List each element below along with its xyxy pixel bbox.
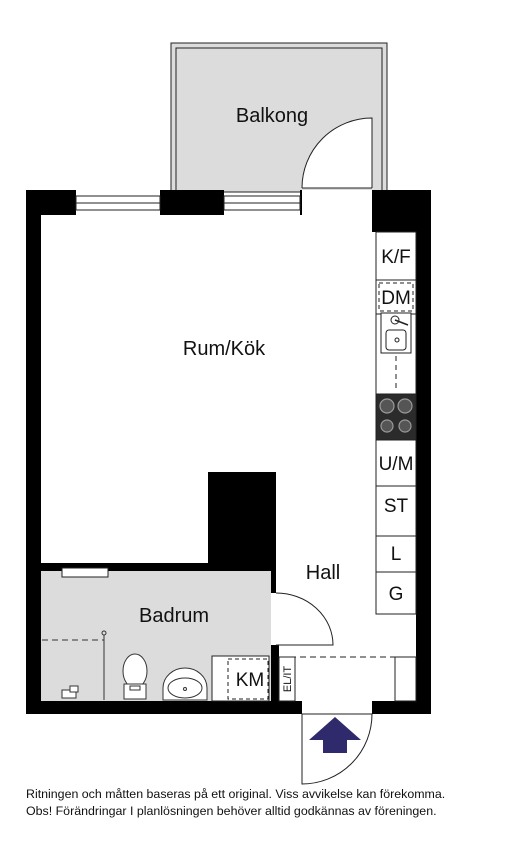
hall-shelf-box — [394, 656, 417, 702]
room-label-living-kitchen: Rum/Kök — [183, 338, 266, 360]
shower-area — [42, 630, 107, 700]
fixture-label-washing-machine: KM — [236, 670, 265, 691]
washing-machine-box — [211, 655, 270, 702]
toilet-icon — [122, 653, 148, 700]
shower-mixer-icon — [61, 685, 79, 699]
fixture-label-wardrobe-st: ST — [384, 496, 409, 517]
fixture-label-oven-microwave: U/M — [379, 454, 414, 475]
window-right — [223, 195, 301, 211]
electrical-cabinet — [278, 656, 296, 702]
fixture-label-wardrobe-l: L — [391, 544, 402, 565]
walls — [26, 190, 431, 714]
room-label-balcony: Balkong — [236, 105, 308, 127]
fixture-label-fridge-freezer: K/F — [381, 247, 411, 268]
washing-machine-dashed — [227, 658, 269, 700]
stove-icon — [375, 393, 417, 441]
bathroom-door-swing — [275, 592, 334, 646]
balcony-door-opening — [302, 190, 372, 215]
dishwasher-outline — [378, 282, 414, 312]
fixture-label-electrical-it: EL/IT — [282, 666, 294, 693]
sink-icon — [380, 312, 412, 354]
disclaimer-line-1: Ritningen och måtten baseras på ett orig… — [26, 787, 446, 801]
balcony-door-swing — [301, 117, 373, 189]
room-label-bathroom: Badrum — [139, 605, 209, 627]
bathroom-window — [61, 567, 109, 578]
room-label-hall: Hall — [306, 562, 340, 584]
entrance-arrow-icon — [309, 717, 361, 753]
window-left — [75, 195, 161, 211]
disclaimer-line-2: Obs! Förändringar I planlösningen behöve… — [26, 804, 437, 818]
fixture-label-dishwasher: DM — [381, 288, 411, 309]
fixture-label-wardrobe-g: G — [389, 584, 404, 605]
disclaimer: Ritningen och måtten baseras på ett orig… — [26, 786, 506, 820]
balcony — [170, 42, 388, 193]
washbasin-icon — [162, 667, 208, 701]
